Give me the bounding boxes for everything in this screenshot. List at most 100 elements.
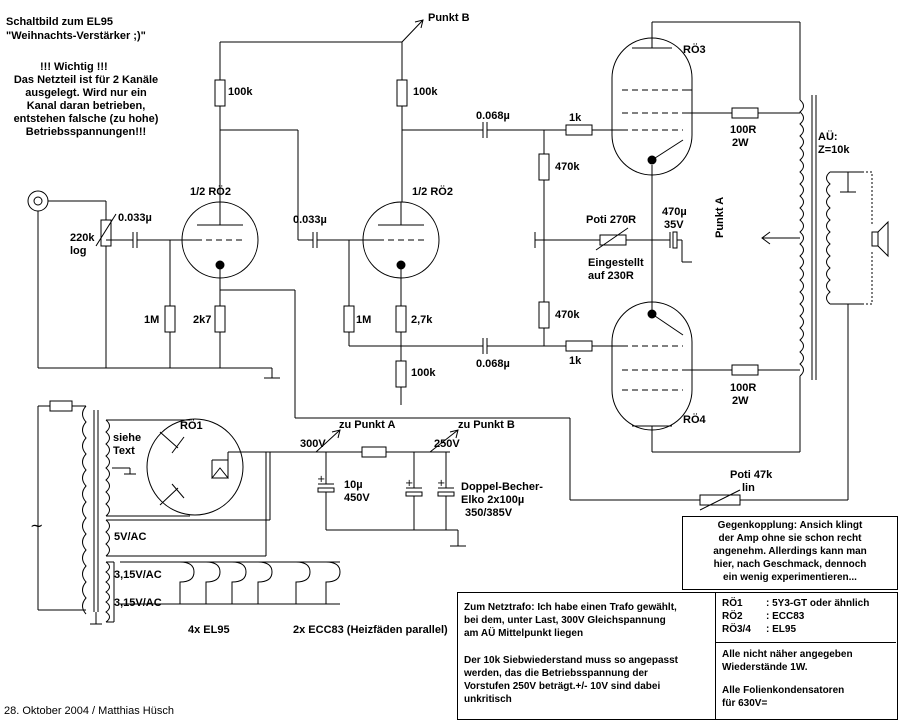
warning-line: Betriebsspannungen!!!: [25, 126, 147, 138]
label-au-2: Z=10k: [818, 144, 850, 156]
note-line: Gegenkopplung: Ansich klingt: [717, 520, 863, 531]
input-potentiometer: [95, 201, 126, 368]
label-elko-3: 350/385V: [465, 507, 513, 519]
note-gegenkopplung: Gegenkopplung: Ansich klingt der Amp ohn…: [682, 516, 898, 590]
label-ro1: RÖ1: [180, 420, 203, 432]
note-divider: [715, 642, 896, 643]
label-tube-ro2-b: 1/2 RÖ2: [412, 186, 453, 198]
label-r-1m-b: 1M: [356, 314, 372, 326]
label-c-0033-mid: 0.033µ: [293, 214, 327, 226]
note-line: Der 10k Siebwiederstand muss so angepass…: [464, 655, 678, 666]
power-transformer-icon: ~: [30, 400, 110, 625]
label-r-1k-bot: 1k: [569, 355, 582, 367]
tube-row: RÖ3/4 : EL95: [722, 623, 891, 636]
note-line: bei dem, unter Last, 300V Gleichspannung: [464, 615, 666, 626]
label-ecc83-2x: 2x ECC83 (Heizfäden parallel): [293, 624, 448, 636]
label-v315-a: 3,15V/AC: [114, 569, 162, 581]
warning-line: ausgelegt. Wird nur ein: [25, 87, 147, 99]
title-line-2: "Weihnachts-Verstärker ;)": [6, 30, 146, 42]
note-line: Vorstufen 250V beträgt.+/- 10V sind dabe…: [464, 681, 661, 692]
label-v300: 300V: [300, 438, 326, 450]
label-r-1m-a: 1M: [144, 314, 160, 326]
note-line: der Amp ohne sie schon recht: [718, 533, 862, 544]
warning-line: Kanal daran betrieben,: [26, 100, 146, 112]
note-line: ein wenig experimentieren...: [723, 572, 857, 583]
note-line: Alle Folienkondensatoren: [722, 685, 845, 696]
note-line: Zum Netztrafo: Ich habe einen Trafo gewä…: [464, 602, 677, 613]
label-poti-270: Poti 270R: [586, 214, 637, 226]
label-eingestellt-1: Eingestellt: [588, 257, 644, 269]
label-c-0068-top: 0.068µ: [476, 110, 510, 122]
note-line: hier, nach Geschmack, dennoch: [713, 559, 867, 570]
label-tube-ro4: RÖ4: [683, 414, 706, 426]
input-coupling-capacitor: [126, 232, 182, 248]
label-c-0068-bot: 0.068µ: [476, 358, 510, 370]
note-line: am AÜ Mittelpunkt liegen: [464, 628, 584, 639]
tube-row: RÖ2 : ECC83: [722, 610, 891, 623]
label-r-220k: 220k: [70, 232, 95, 244]
warning-line: entstehen falsche (zu hohe): [13, 113, 159, 125]
warning-line: Das Netzteil ist für 2 Kanäle: [13, 74, 159, 86]
label-v250: 250V: [434, 438, 460, 450]
speaker-icon: [862, 171, 889, 305]
label-el95-4x: 4x EL95: [188, 624, 230, 636]
note-line: angenehm. Allerdings kann man: [713, 546, 867, 557]
tube-name: RÖ1: [722, 598, 743, 609]
label-au-1: AÜ:: [818, 131, 838, 143]
label-c-10-1: 10µ: [344, 479, 363, 491]
label-zu-punkt-a: zu Punkt A: [339, 419, 396, 431]
footer-credit: 28. Oktober 2004 / Matthias Hüsch: [4, 705, 174, 717]
tube-ro1-icon: [146, 418, 244, 516]
label-r-220k-taper: log: [70, 245, 87, 257]
title-line-1: Schaltbild zum EL95: [6, 16, 113, 28]
heater-filaments-icon: [179, 561, 341, 604]
label-r-100r-bot-2: 2W: [732, 395, 749, 407]
label-r-470k-top: 470k: [555, 161, 580, 173]
label-c-10-2: 450V: [344, 492, 370, 504]
label-punkt-b: Punkt B: [428, 12, 470, 24]
label-r-100r-top-2: 2W: [732, 137, 749, 149]
label-tube-ro2-a: 1/2 RÖ2: [190, 186, 231, 198]
input-jack-icon: [27, 190, 106, 368]
tube-ro2-b-icon: [362, 201, 440, 279]
label-c-0033-in: 0.033µ: [118, 212, 152, 224]
label-poti-47k-2: lin: [742, 482, 755, 494]
label-elko-2: Elko 2x100µ: [461, 494, 525, 506]
label-r-2k7-a: 2k7: [193, 314, 212, 326]
label-r-100r-bot-1: 100R: [730, 382, 757, 394]
label-r-100k-a: 100k: [228, 86, 253, 98]
label-r-1k-top: 1k: [569, 112, 582, 124]
tube-type: : 5Y3-GT oder ähnlich: [766, 598, 870, 609]
tube-type: : EL95: [766, 624, 797, 635]
note-line: Alle nicht näher angegeben: [722, 649, 853, 660]
label-punkt-a: Punkt A: [714, 196, 726, 238]
label-siehe-2: Text: [113, 445, 135, 457]
tube-type: : ECC83: [766, 611, 805, 622]
tube-name: RÖ2: [722, 611, 743, 622]
svg-text:+: +: [405, 478, 413, 489]
label-tube-ro3: RÖ3: [683, 44, 706, 56]
label-r-100k-c: 100k: [411, 367, 436, 379]
label-elko-1: Doppel-Becher-: [461, 481, 543, 493]
svg-text:+: +: [437, 478, 445, 489]
tube-name: RÖ3/4: [722, 624, 751, 635]
label-poti-47k-1: Poti 47k: [730, 469, 773, 481]
note-netztrafo: Zum Netztrafo: Ich habe einen Trafo gewä…: [457, 592, 717, 720]
warning-heading: !!! Wichtig !!!: [40, 61, 108, 73]
label-siehe-1: siehe: [113, 432, 142, 444]
note-line: Wiederstände 1W.: [722, 662, 808, 673]
label-r-100r-top-1: 100R: [730, 124, 757, 136]
warning-text: Das Netzteil ist für 2 Kanäle ausgelegt.…: [6, 74, 166, 139]
note-line: für 630V=: [722, 698, 768, 709]
svg-text:~: ~: [30, 516, 43, 535]
note-line: unkritisch: [464, 694, 512, 705]
label-v315-b: 3,15V/AC: [114, 597, 162, 609]
svg-text:+: +: [317, 474, 325, 485]
output-transformer-icon: [799, 22, 862, 452]
label-c-470-2: 35V: [664, 219, 684, 231]
tube-row: RÖ1 : 5Y3-GT oder ähnlich: [722, 597, 891, 610]
note-line: werden, das die Betriebsspannung der: [464, 668, 648, 679]
label-c-470-1: 470µ: [662, 206, 687, 218]
